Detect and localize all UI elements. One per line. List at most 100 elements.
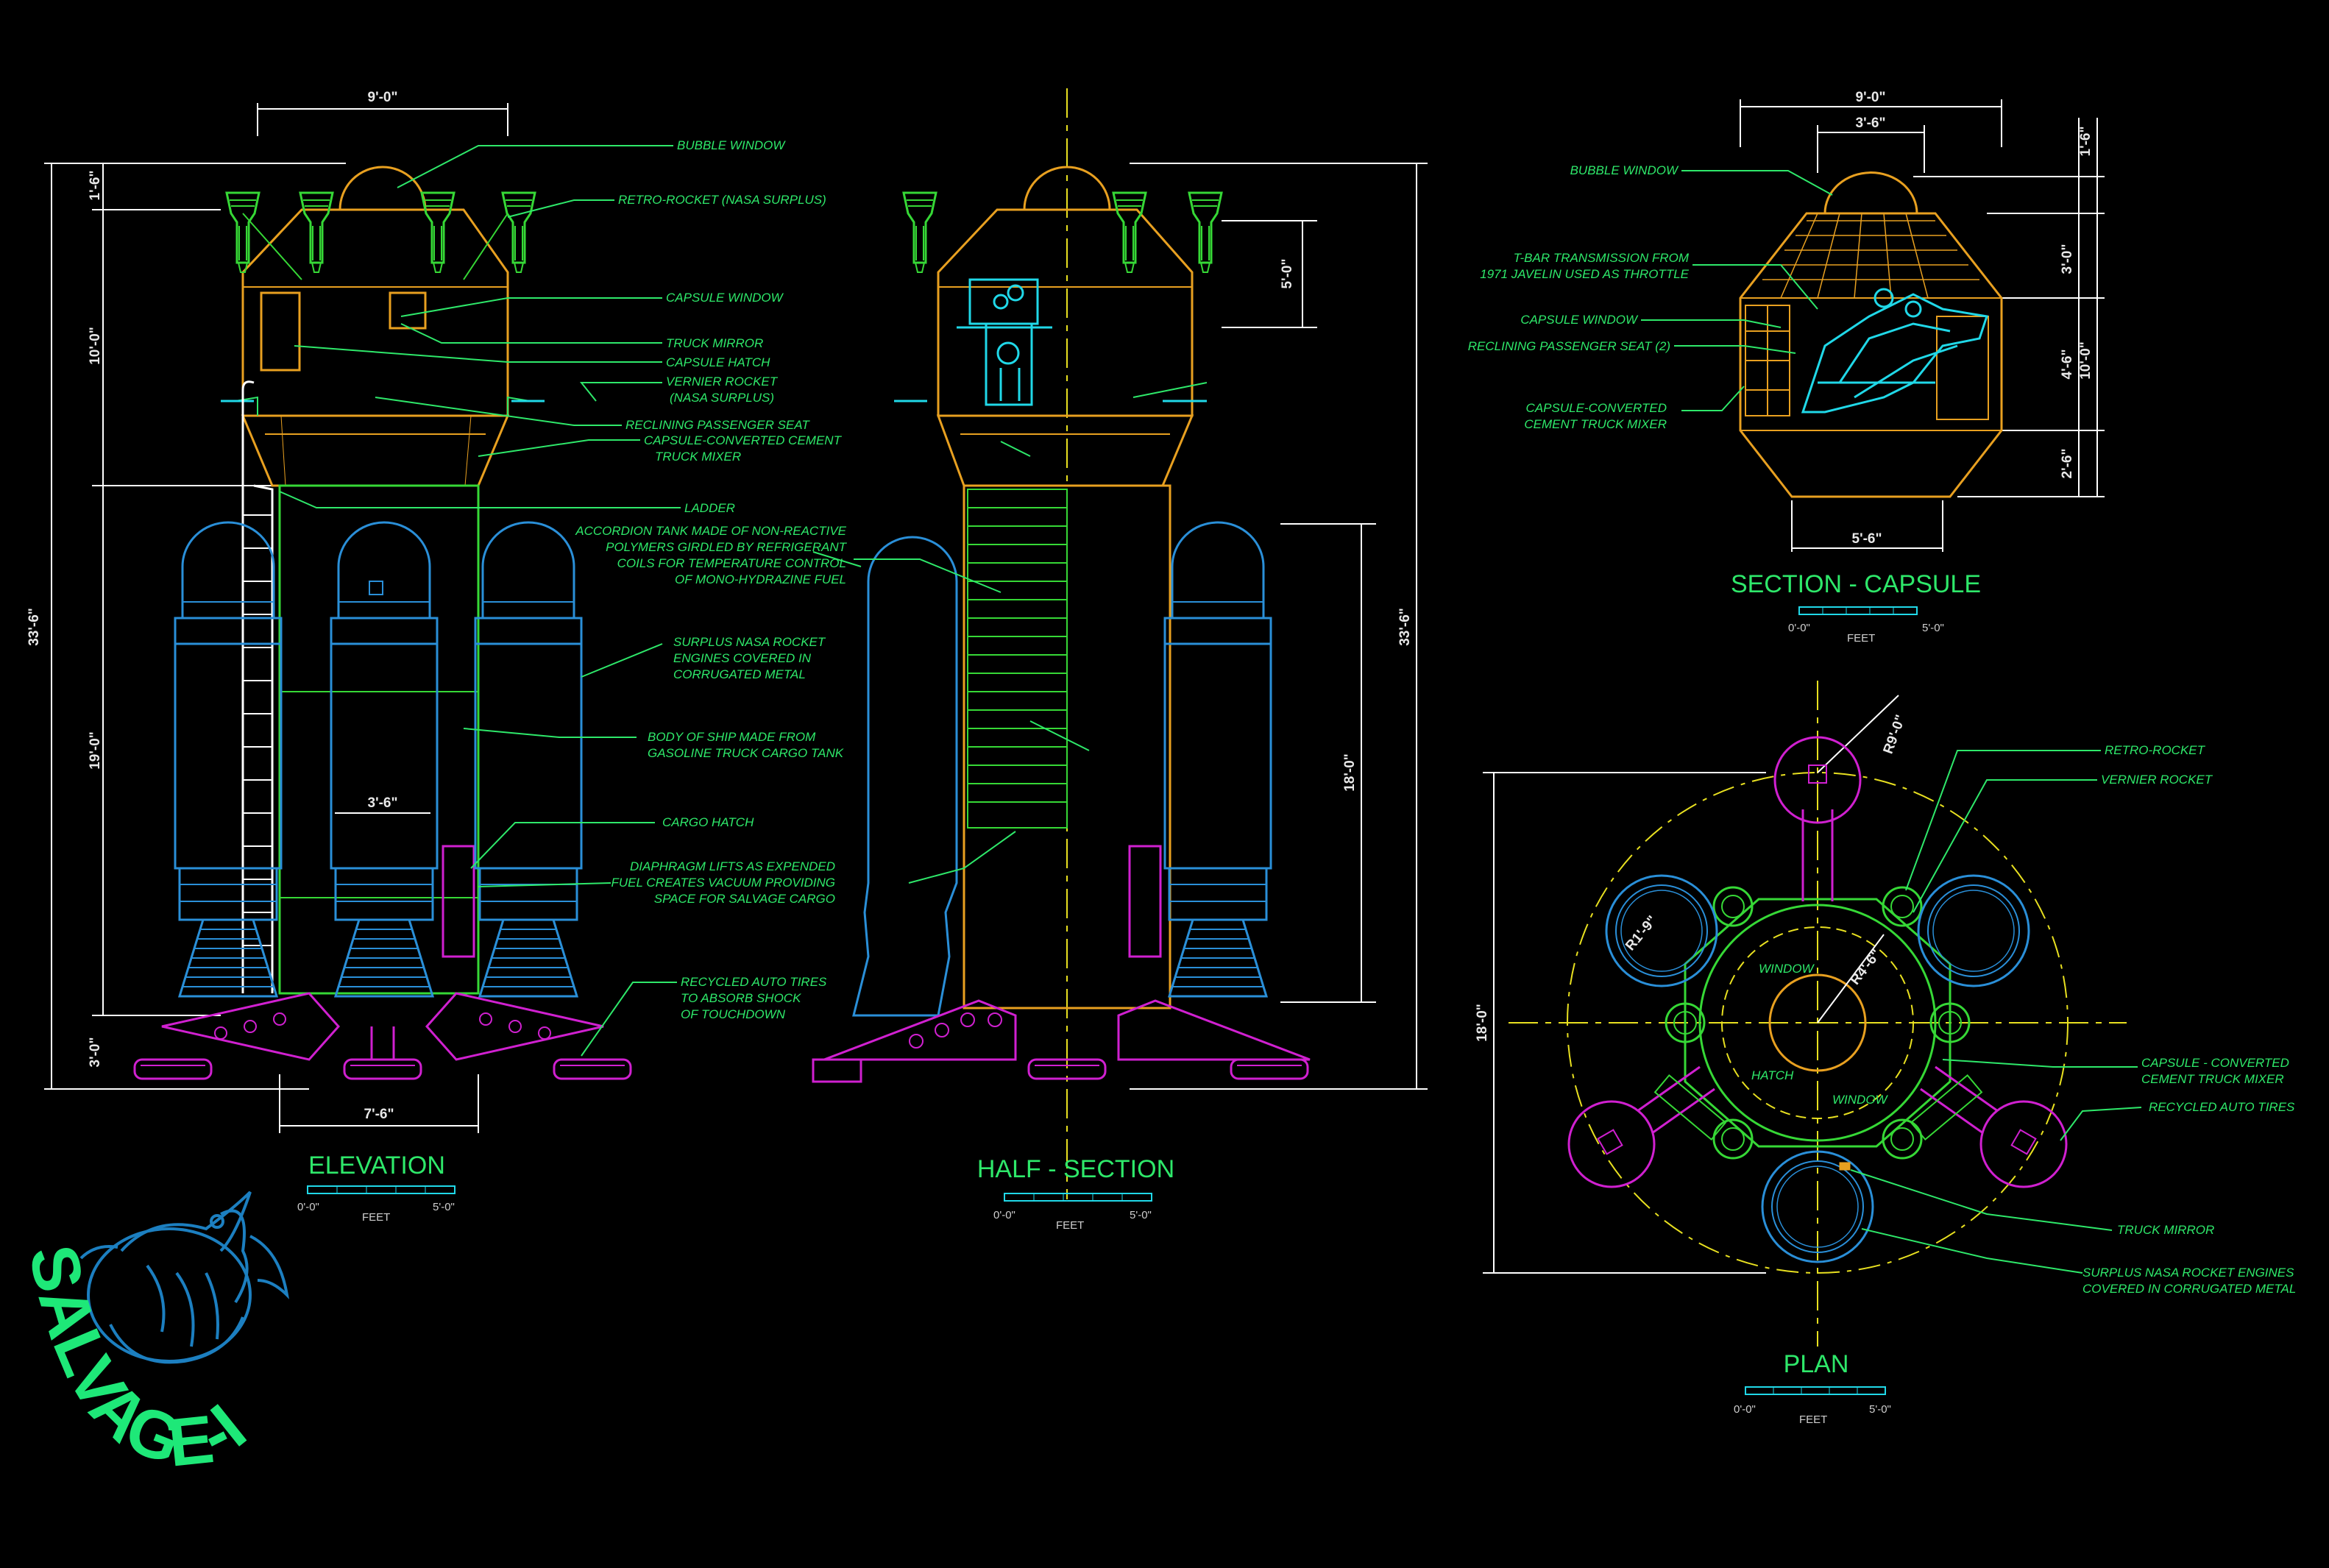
plan-scale-start: 0'-0" <box>1734 1403 1756 1416</box>
cap-scale-unit: FEET <box>1847 632 1875 645</box>
capsule-height-dims <box>1913 118 2105 497</box>
label-reclining-seat: RECLINING PASSENGER SEAT <box>625 418 810 432</box>
cargo-tank-section <box>963 484 1171 1010</box>
tank-section-left <box>852 536 958 1017</box>
eagle-emblem-icon <box>79 1191 290 1364</box>
elevation-view: 9'-0" 33'-6" 1'-6" 10'-0" 19'-0" 3'-0" <box>26 90 862 1224</box>
label-body-1: BODY OF SHIP MADE FROM <box>648 730 816 744</box>
landing-tire-plan <box>1567 736 2068 1188</box>
landing-leg <box>161 992 341 1061</box>
dim-top-width: 9'-0" <box>368 90 398 105</box>
elevation-title: ELEVATION <box>308 1152 445 1179</box>
label-cap-bubble: BUBBLE WINDOW <box>1570 163 1679 177</box>
dim-cap-width: 9'-0" <box>1856 90 1886 105</box>
dim-cap-base-width: 5'-6" <box>1852 531 1882 547</box>
capsule-section-title: SECTION - CAPSULE <box>1731 570 1981 598</box>
label-diaphragm-1: DIAPHRAGM LIFTS AS EXPENDED <box>630 859 835 873</box>
retro-rocket-plan <box>1665 886 1971 1160</box>
label-cap-tbar-2: 1971 JAVELIN USED AS THROTTLE <box>1480 267 1689 281</box>
label-retro-rocket: RETRO-ROCKET (NASA SURPLUS) <box>618 193 826 207</box>
capsule-hatch <box>260 291 301 372</box>
label-plan-mirror: TRUCK MIRROR <box>2117 1223 2214 1237</box>
label-plan-retro: RETRO-ROCKET <box>2105 743 2206 757</box>
dim-bottom-width: 7'-6" <box>364 1107 394 1122</box>
hs-scale-unit: FEET <box>1056 1219 1084 1232</box>
label-vernier-sub: (NASA SURPLUS) <box>670 391 774 405</box>
label-cap-tbar-1: T-BAR TRANSMISSION FROM <box>1514 251 1690 265</box>
plan-leaders <box>1850 750 2142 1274</box>
bubble-window <box>338 166 427 210</box>
plan-view: 18'-0" R9'-0" R4'-6" R1'-9" <box>1475 681 2296 1426</box>
bubble-window-plan <box>1768 973 1867 1072</box>
ladder <box>241 380 274 993</box>
label-plan-engines-1: SURPLUS NASA ROCKET ENGINES <box>2082 1266 2294 1280</box>
label-tires-1: RECYCLED AUTO TIRES <box>681 975 827 989</box>
landing-leg-section <box>823 999 1017 1061</box>
label-plan-vernier: VERNIER ROCKET <box>2101 773 2213 787</box>
truck-mirror-plan <box>1839 1162 1851 1171</box>
label-truck-mirror: TRUCK MIRROR <box>666 336 763 350</box>
bubble-window <box>1023 166 1111 210</box>
hs-scale-start: 0'-0" <box>993 1209 1015 1221</box>
plan-leg-frames <box>1653 1074 1983 1141</box>
label-capsule-window: CAPSULE WINDOW <box>666 291 784 305</box>
plan-title: PLAN <box>1784 1350 1849 1378</box>
capsule-outline <box>1698 904 1937 1142</box>
accordion-tank <box>967 489 1068 829</box>
ship-body <box>278 484 480 995</box>
dim-hs-tank: 18'-0" <box>1342 753 1358 792</box>
label-engines-1: SURPLUS NASA ROCKET <box>673 635 826 649</box>
label-body-2: GASOLINE TRUCK CARGO TANK <box>648 746 844 760</box>
label-cap-window: CAPSULE WINDOW <box>1520 313 1639 327</box>
label-cap-mixer-1: CAPSULE-CONVERTED <box>1526 401 1667 415</box>
dim-plan-diameter: 18'-0" <box>1475 1004 1490 1042</box>
label-capsule-hatch: CAPSULE HATCH <box>666 355 770 369</box>
label-bubble-window: BUBBLE WINDOW <box>677 138 786 152</box>
tank-plan <box>1605 874 2030 1263</box>
hs-scale-end: 5'-0" <box>1130 1209 1152 1221</box>
label-cargo-hatch: CARGO HATCH <box>662 815 754 829</box>
label-accordion-2: POLYMERS GIRDLED BY REFRIGERANT <box>606 540 847 554</box>
label-mixer: CAPSULE-CONVERTED CEMENT <box>644 433 843 447</box>
capsule-leaders <box>1641 170 1833 411</box>
dim-cap-upper: 3'-0" <box>2060 244 2075 274</box>
capsule-radius <box>1721 926 1914 1119</box>
dim-tank-width: 3'-6" <box>368 795 398 811</box>
cargo-hatch <box>1128 845 1162 958</box>
label-plan-window-2: WINDOW <box>1832 1093 1889 1107</box>
dim-capsule-section: 10'-0" <box>88 327 103 365</box>
dim-cap-lower: 2'-6" <box>2060 449 2075 479</box>
label-engines-2: ENGINES COVERED IN <box>673 651 812 665</box>
elevation-scale-start: 0'-0" <box>297 1201 319 1213</box>
landing-leg <box>425 992 604 1061</box>
dim-cap-overall: 10'-0" <box>2078 341 2094 380</box>
label-tires-3: OF TOUCHDOWN <box>681 1007 786 1021</box>
dim-dome: 1'-6" <box>88 171 103 201</box>
label-plan-mixer-2: CEMENT TRUCK MIXER <box>2141 1072 2284 1086</box>
label-accordion-1: ACCORDION TANK MADE OF NON-REACTIVE <box>575 524 846 538</box>
label-plan-window-1: WINDOW <box>1759 962 1815 976</box>
label-cap-seat: RECLINING PASSENGER SEAT (2) <box>1468 339 1670 353</box>
label-mixer-sub: TRUCK MIXER <box>655 450 741 464</box>
cargo-hatch <box>442 845 475 958</box>
label-plan-tires: RECYCLED AUTO TIRES <box>2149 1100 2295 1114</box>
label-accordion-3: COILS FOR TEMPERATURE CONTROL <box>617 556 846 570</box>
elevation-leaders <box>279 145 862 1057</box>
dim-cap-middle: 4'-6" <box>2060 350 2075 380</box>
cap-scale-end: 5'-0" <box>1922 622 1944 634</box>
dim-hs-overall: 33'-6" <box>1397 608 1413 646</box>
label-tires-2: TO ABSORB SHOCK <box>681 991 801 1005</box>
label-ladder: LADDER <box>684 501 735 515</box>
section-capsule-view: 9'-0" 3'-6" 5'-6" 1'-6" 3'-0" 4'-6" 2'-6… <box>1468 90 2105 645</box>
elevation-scale-end: 5'-0" <box>433 1201 455 1213</box>
label-diaphragm-3: SPACE FOR SALVAGE CARGO <box>654 892 835 906</box>
capsule-window <box>389 291 427 330</box>
dim-tank-section: 19'-0" <box>88 731 103 770</box>
cap-scale-start: 0'-0" <box>1788 622 1810 634</box>
passenger-seats <box>1801 288 1988 414</box>
half-section-title: HALF - SECTION <box>977 1155 1174 1183</box>
dim-hs-capsule: 5'-0" <box>1280 259 1295 289</box>
outer-radius-circle <box>1567 772 2069 1274</box>
dim-overall-height: 33'-6" <box>26 608 42 646</box>
bubble-window <box>1823 171 1918 214</box>
